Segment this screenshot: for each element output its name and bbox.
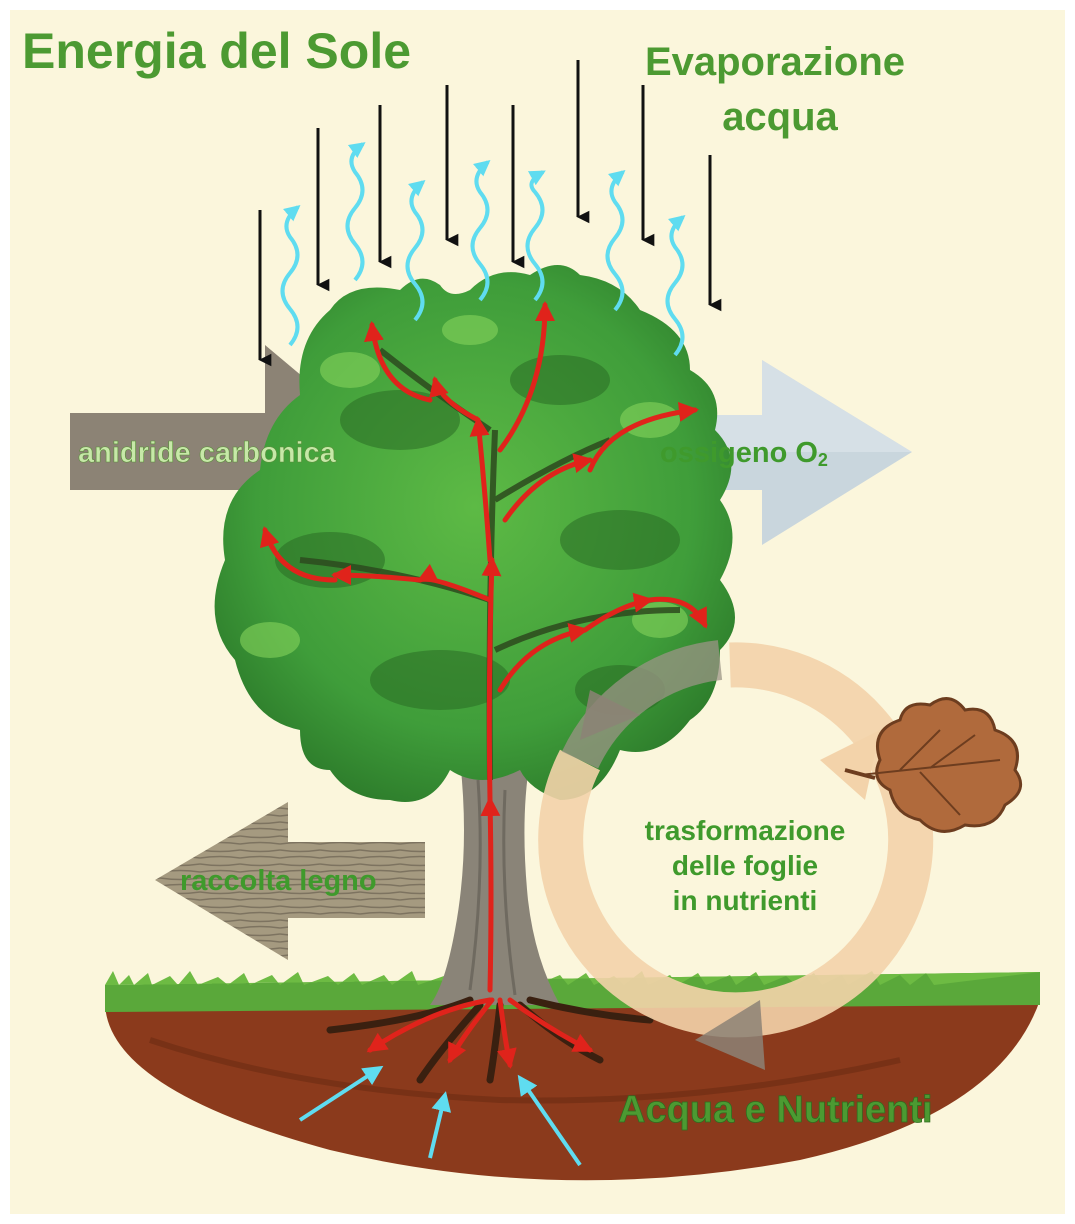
water-nutrients-label: Acqua e Nutrienti bbox=[618, 1089, 933, 1131]
oxygen-label-subscript: 2 bbox=[818, 450, 828, 470]
diagram-title: Energia del Sole bbox=[22, 23, 411, 79]
evaporation-label-line1: Evaporazione bbox=[645, 40, 905, 84]
co2-label: anidride carbonica bbox=[78, 437, 337, 469]
leaves-label-line1: trasformazione bbox=[645, 815, 846, 846]
leaves-label-line2: delle foglie bbox=[672, 850, 818, 881]
oxygen-label: ossigeno O2 bbox=[660, 437, 828, 470]
oxygen-label-main: ossigeno O bbox=[660, 437, 818, 469]
wood-label: raccolta legno bbox=[180, 865, 377, 897]
leaves-label-line3: in nutrienti bbox=[673, 885, 818, 916]
evaporation-label-line2: acqua bbox=[722, 95, 838, 139]
